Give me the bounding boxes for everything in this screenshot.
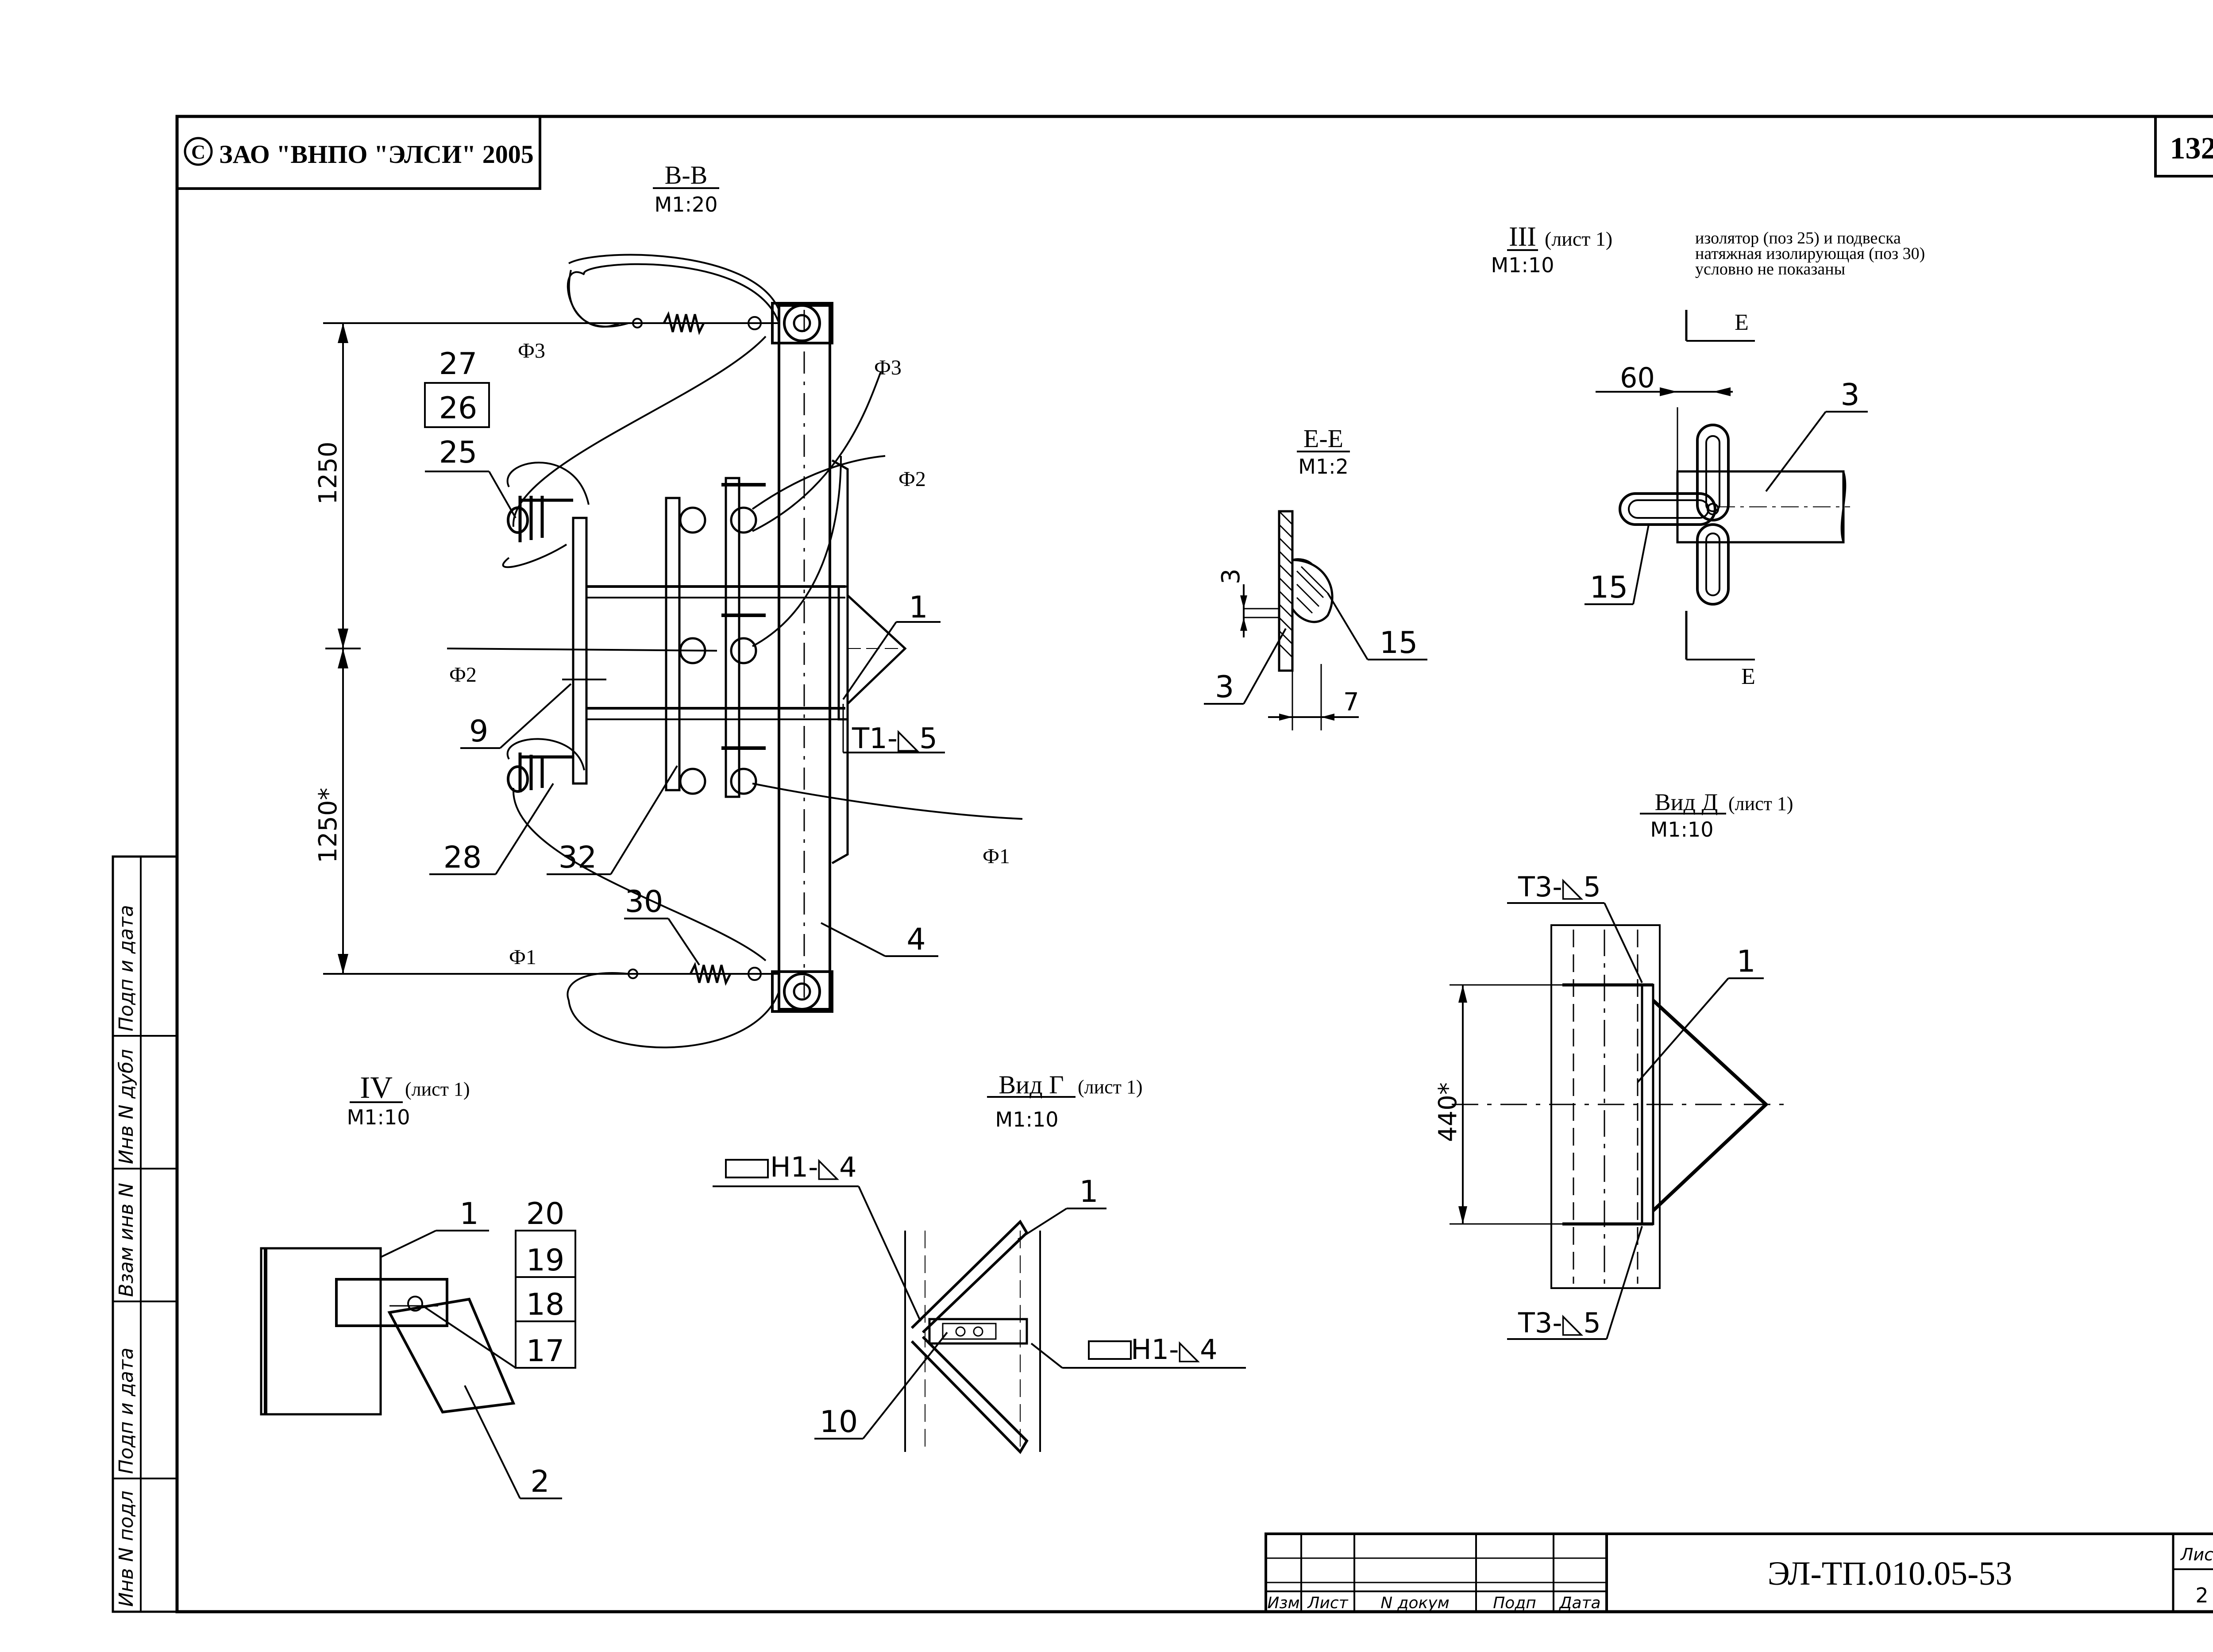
view-iii-sheet-ref: (лист 1) bbox=[1545, 228, 1612, 250]
bottom-crossarm bbox=[771, 970, 833, 1013]
callout-27: 27 bbox=[439, 347, 478, 382]
view-d-sheet-ref: (лист 1) bbox=[1728, 793, 1793, 814]
svg-text:C: C bbox=[191, 141, 205, 163]
tb-data: Дата bbox=[1558, 1594, 1600, 1612]
stamp-vzam-inv: Взам инв N bbox=[115, 1183, 138, 1297]
ee-callout-3: 3 bbox=[1215, 670, 1234, 705]
copyright-icon bbox=[184, 137, 213, 166]
view-iv-callout-20: 20 bbox=[526, 1197, 565, 1231]
ee-dim-3: 3 bbox=[1217, 568, 1245, 584]
stamp-podp-data-1: Подп и дата bbox=[115, 1347, 138, 1474]
view-g: Вид Г (лист 1) М1:10 Н1-◺4 Н1-◺4 1 10 bbox=[713, 1070, 1246, 1454]
section-bb-scale: М1:20 bbox=[655, 193, 718, 216]
dim-1250: 1250 bbox=[314, 441, 343, 505]
weld-t1: Т1-◺5 bbox=[852, 722, 937, 755]
ee-callout-15: 15 bbox=[1380, 625, 1418, 660]
callout-28: 28 bbox=[443, 840, 482, 875]
side-stamp: Инв N подл Подп и дата Взам инв N Инв N … bbox=[112, 855, 178, 1613]
view-d-callout-1: 1 bbox=[1736, 944, 1755, 979]
phase-f1-right: Ф1 bbox=[983, 845, 1010, 868]
dim-440: 440* bbox=[1434, 1082, 1462, 1142]
copyright-box bbox=[176, 115, 541, 190]
tb-sheet-no: 2 bbox=[2195, 1583, 2208, 1607]
view-g-callout-1: 1 bbox=[1079, 1174, 1098, 1209]
view-iv-callout-19: 19 bbox=[526, 1243, 565, 1278]
view-iii-scale: М1:10 bbox=[1491, 253, 1554, 277]
view-iv-callout-1: 1 bbox=[459, 1197, 478, 1231]
document-code: ЭЛ-ТП.010.05-53 bbox=[1768, 1555, 2013, 1592]
suspension-insulators bbox=[507, 496, 573, 793]
callout-15-iii: 15 bbox=[1590, 570, 1628, 605]
section-bb: В-В М1:20 bbox=[314, 161, 1023, 1049]
view-g-title: Вид Г bbox=[999, 1070, 1064, 1099]
wires bbox=[447, 254, 1023, 1049]
strain-insulators bbox=[323, 311, 779, 986]
weld-h1-right: Н1-◺4 bbox=[1131, 1333, 1218, 1366]
view-g-scale: М1:10 bbox=[995, 1108, 1059, 1131]
section-ee-title: Е-Е bbox=[1303, 424, 1343, 453]
top-crossarm bbox=[771, 302, 833, 344]
view-d-scale: М1:10 bbox=[1650, 818, 1714, 841]
copyright-text: ЗАО "ВНПО "ЭЛСИ" 2005 bbox=[219, 140, 534, 169]
phase-f1-left: Ф1 bbox=[509, 946, 536, 969]
dim-1250-star: 1250* bbox=[314, 787, 343, 863]
callout-stack bbox=[424, 382, 517, 518]
callout-9: 9 bbox=[469, 714, 488, 749]
callout-26: 26 bbox=[439, 391, 478, 426]
weld-t3-bottom: Т3-◺5 bbox=[1518, 1307, 1601, 1339]
view-iii-note-3: условно не показаны bbox=[1695, 260, 1845, 278]
view-iii-note-1: изолятор (поз 25) и подвеска bbox=[1695, 229, 1901, 247]
callout-1: 1 bbox=[909, 590, 928, 625]
pole bbox=[778, 304, 831, 1011]
callout-30: 30 bbox=[625, 884, 663, 919]
sheet-number: 132 bbox=[2170, 131, 2213, 166]
view-iii: III (лист 1) М1:10 изолятор (поз 25) и п… bbox=[1491, 222, 1925, 689]
view-d: Вид Д (лист 1) М1:10 440* Т3-◺5 Т3-◺5 1 bbox=[1434, 789, 1793, 1340]
view-iii-note-2: натяжная изолирующая (поз 30) bbox=[1695, 244, 1925, 263]
tb-n-dokum: N докум bbox=[1380, 1594, 1450, 1612]
title-block: Изм Лист N докум Подп Дата ЭЛ-ТП.010.05-… bbox=[1265, 1532, 2213, 1613]
view-g-callout-10: 10 bbox=[820, 1405, 858, 1440]
section-bb-title: В-В bbox=[665, 161, 708, 189]
tb-podp: Подп bbox=[1493, 1594, 1536, 1612]
view-iv-scale: М1:10 bbox=[347, 1105, 410, 1129]
ee-dim-7: 7 bbox=[1343, 688, 1359, 717]
callout-4: 4 bbox=[906, 922, 925, 957]
phase-f3-left: Ф3 bbox=[518, 339, 545, 363]
tb-sheet-label: Лист bbox=[2180, 1545, 2213, 1564]
section-ee-scale: М1:2 bbox=[1298, 455, 1349, 479]
phase-f3-right: Ф3 bbox=[874, 356, 902, 379]
view-iv-title: IV bbox=[360, 1071, 393, 1105]
sheet-number-box bbox=[2154, 115, 2213, 178]
view-iv-sheet-ref: (лист 1) bbox=[405, 1078, 470, 1100]
phase-f2-left: Ф2 bbox=[449, 663, 477, 687]
view-iv-callout-17: 17 bbox=[526, 1334, 565, 1369]
tb-list: Лист bbox=[1307, 1594, 1348, 1612]
stamp-inv-podl: Инв N подл bbox=[115, 1490, 138, 1607]
view-d-title: Вид Д bbox=[1655, 789, 1718, 815]
sheet-frame bbox=[175, 115, 2213, 1613]
bb-dimensions bbox=[325, 323, 361, 974]
view-iii-title: III bbox=[1509, 222, 1536, 252]
callout-25: 25 bbox=[439, 435, 478, 470]
stamp-podp-data-2: Подп и дата bbox=[115, 905, 138, 1031]
view-iv-callout-2: 2 bbox=[530, 1464, 549, 1499]
phase-f2-right: Ф2 bbox=[898, 467, 926, 491]
cut-e-top: Е bbox=[1735, 310, 1749, 335]
view-iv: IV (лист 1) М1:10 1 20 19 18 17 2 bbox=[260, 1071, 576, 1499]
section-ee: Е-Е М1:2 3 7 3 15 bbox=[1204, 424, 1427, 730]
tb-izm: Изм bbox=[1267, 1594, 1299, 1612]
view-g-sheet-ref: (лист 1) bbox=[1078, 1076, 1143, 1098]
callout-32: 32 bbox=[559, 840, 597, 875]
view-iv-callout-18: 18 bbox=[526, 1287, 565, 1322]
weld-t3-top: Т3-◺5 bbox=[1518, 871, 1601, 903]
callout-3-iii: 3 bbox=[1840, 378, 1859, 413]
cut-e-bottom: Е bbox=[1741, 664, 1755, 689]
stamp-inv-dubl: Инв N дубл bbox=[115, 1049, 138, 1164]
weld-h1-top: Н1-◺4 bbox=[770, 1151, 857, 1183]
dim-60: 60 bbox=[1620, 362, 1655, 394]
truss bbox=[572, 477, 907, 798]
